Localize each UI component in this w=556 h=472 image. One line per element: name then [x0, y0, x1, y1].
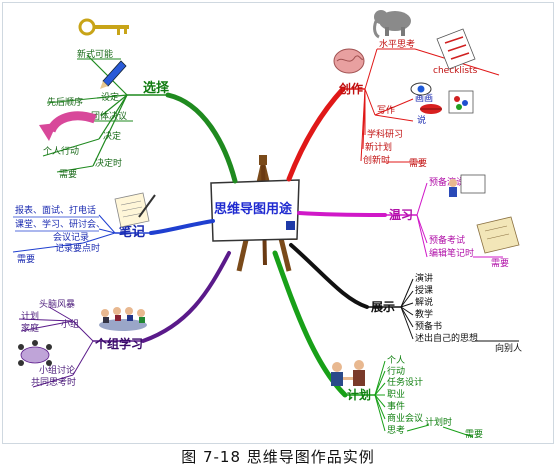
review-leaf-need: 需要 — [491, 258, 509, 269]
notes-leaf-reports: 报表、面试、打电话 — [15, 204, 96, 216]
group-leaf-plan: 计划 — [21, 310, 39, 322]
plan-leaf-career: 职业 — [387, 389, 405, 400]
lips-icon — [420, 104, 442, 114]
creation-leaf-lateral-thinking: 水平思考 — [379, 38, 415, 50]
palette-icon — [448, 90, 474, 114]
figure-caption: 图 7-18 思维导图作品实例 — [181, 448, 375, 466]
eye-icon — [410, 82, 432, 96]
branch-notes: 笔记 报表、面试、打电话 课堂、学习、研讨会、 会议记录 记录要点时 需要 — [12, 192, 215, 265]
branch-creation-label: 创作 — [338, 81, 363, 96]
branch-plan-label: 计划 — [347, 387, 371, 402]
choice-leaf-new-possibility: 新式可能 — [77, 48, 113, 60]
plan-leaf-task-design: 任务设计 — [387, 376, 423, 388]
mindmap-diagram: 思维导图用途 选择 新式可能 设定 先后顺序 团体决议 决定 个人行动 需要 决… — [12, 10, 522, 440]
center-title: 思维导图用途 — [214, 201, 293, 217]
presenter-icon — [449, 174, 486, 197]
group-leaf-team: 小组 — [61, 318, 79, 330]
brain-icon — [333, 48, 365, 74]
choice-leaf-when-decide: 决定时 — [95, 157, 122, 169]
present-leaf-education: 教学 — [415, 308, 433, 320]
group-leaf-discussion: 小组讨论 — [39, 364, 75, 376]
creation-leaf-innovate: 创新时 — [363, 154, 390, 166]
choice-leaf-need: 需要 — [59, 169, 77, 180]
elephant-icon — [373, 10, 411, 39]
present-leaf-teach: 授课 — [415, 284, 433, 296]
creation-leaf-checklists: checklists — [433, 66, 478, 76]
present-leaf-express-thoughts: 述出自己的思想 — [415, 332, 478, 344]
key-icon — [78, 18, 129, 36]
creation-leaf-writing: 写作 — [377, 104, 395, 116]
branch-group: 个组学习 头脑风暴 计划 家庭 小组 小组讨论 共同思考时 — [18, 251, 231, 388]
branch-present: 展示 演讲 授课 解说 教学 预备书 述出自己的思想 向别人 — [289, 243, 522, 354]
scroll-icon — [476, 216, 520, 254]
pencil-icon — [100, 60, 127, 89]
creation-leaf-speak: 说 — [417, 114, 426, 126]
branch-review-label: 温习 — [389, 208, 413, 222]
book-icon — [286, 221, 295, 230]
plan-leaf-personal: 个人 — [387, 355, 405, 366]
mindmap-frame: 思维导图用途 选择 新式可能 设定 先后顺序 团体决议 决定 个人行动 需要 决… — [2, 2, 554, 444]
plan-leaf-action: 行动 — [387, 365, 405, 377]
review-leaf-exam: 预备考试 — [429, 234, 465, 246]
plan-leaf-thinking: 思考 — [387, 425, 405, 436]
creation-leaf-need: 需要 — [409, 158, 427, 169]
plan-leaf-when-planning: 计划时 — [425, 416, 452, 428]
notepad-icon — [114, 192, 156, 228]
choice-leaf-group-decision: 团体决议 — [91, 110, 127, 122]
notes-leaf-classes: 课堂、学习、研讨会、 — [15, 218, 105, 230]
group-leaf-family: 家庭 — [21, 322, 39, 334]
review-leaf-edit-notes: 编辑笔记时 — [429, 247, 474, 259]
branch-notes-label: 笔记 — [119, 224, 145, 240]
creation-leaf-study: 学科研习 — [367, 128, 403, 140]
choice-sub-decide: 决定 — [103, 130, 121, 142]
present-leaf-explain: 解说 — [415, 296, 433, 308]
center-canvas: 思维导图用途 — [210, 179, 300, 242]
curved-arrow-icon — [39, 111, 97, 141]
present-leaf-to-others: 向别人 — [495, 342, 522, 354]
plan-leaf-business-meeting: 商业会议 — [387, 412, 423, 424]
plan-leaf-event: 事件 — [387, 400, 405, 412]
choice-leaf-sequence: 先后顺序 — [47, 96, 83, 108]
branch-group-label: 个组学习 — [94, 336, 143, 351]
branch-present-label: 展示 — [371, 300, 395, 314]
branch-creation: 创作 水平思考 checklists 写作 画画 说 学科研习 新计划 创新时 … — [286, 10, 500, 182]
plan-leaf-need: 需要 — [465, 429, 483, 440]
round-table-icon — [18, 340, 52, 366]
review-leaf-speech: 预备演说 — [429, 176, 465, 188]
choice-sub-design: 设定 — [101, 91, 119, 103]
present-leaf-lecture: 演讲 — [415, 272, 433, 284]
business-people-icon — [331, 360, 365, 386]
branch-review: 温习 预备演说 预备考试 编辑笔记时 需要 — [297, 174, 520, 269]
group-leaf-brainstorm: 头脑风暴 — [39, 298, 75, 310]
choice-leaf-personal-action: 个人行动 — [43, 145, 79, 157]
group-leaf-think-together: 共同思考时 — [31, 376, 76, 388]
notes-leaf-key-points: 记录要点时 — [55, 242, 100, 254]
present-leaf-prepare-book: 预备书 — [415, 320, 442, 332]
checklist-icon — [436, 28, 476, 70]
creation-leaf-drawing: 画画 — [415, 93, 433, 104]
creation-leaf-new-plan: 新计划 — [365, 141, 392, 153]
branch-choice-label: 选择 — [143, 80, 170, 96]
branch-plan: 计划 个人 行动 任务设计 职业 事件 商业会议 思考 计划时 需要 — [272, 250, 483, 440]
branch-choice: 选择 新式可能 设定 先后顺序 团体决议 决定 个人行动 需要 决定时 — [39, 18, 238, 184]
meeting-people-icon — [99, 307, 147, 331]
notes-leaf-minutes: 会议记录 — [53, 231, 89, 243]
notes-leaf-need: 需要 — [17, 254, 35, 265]
